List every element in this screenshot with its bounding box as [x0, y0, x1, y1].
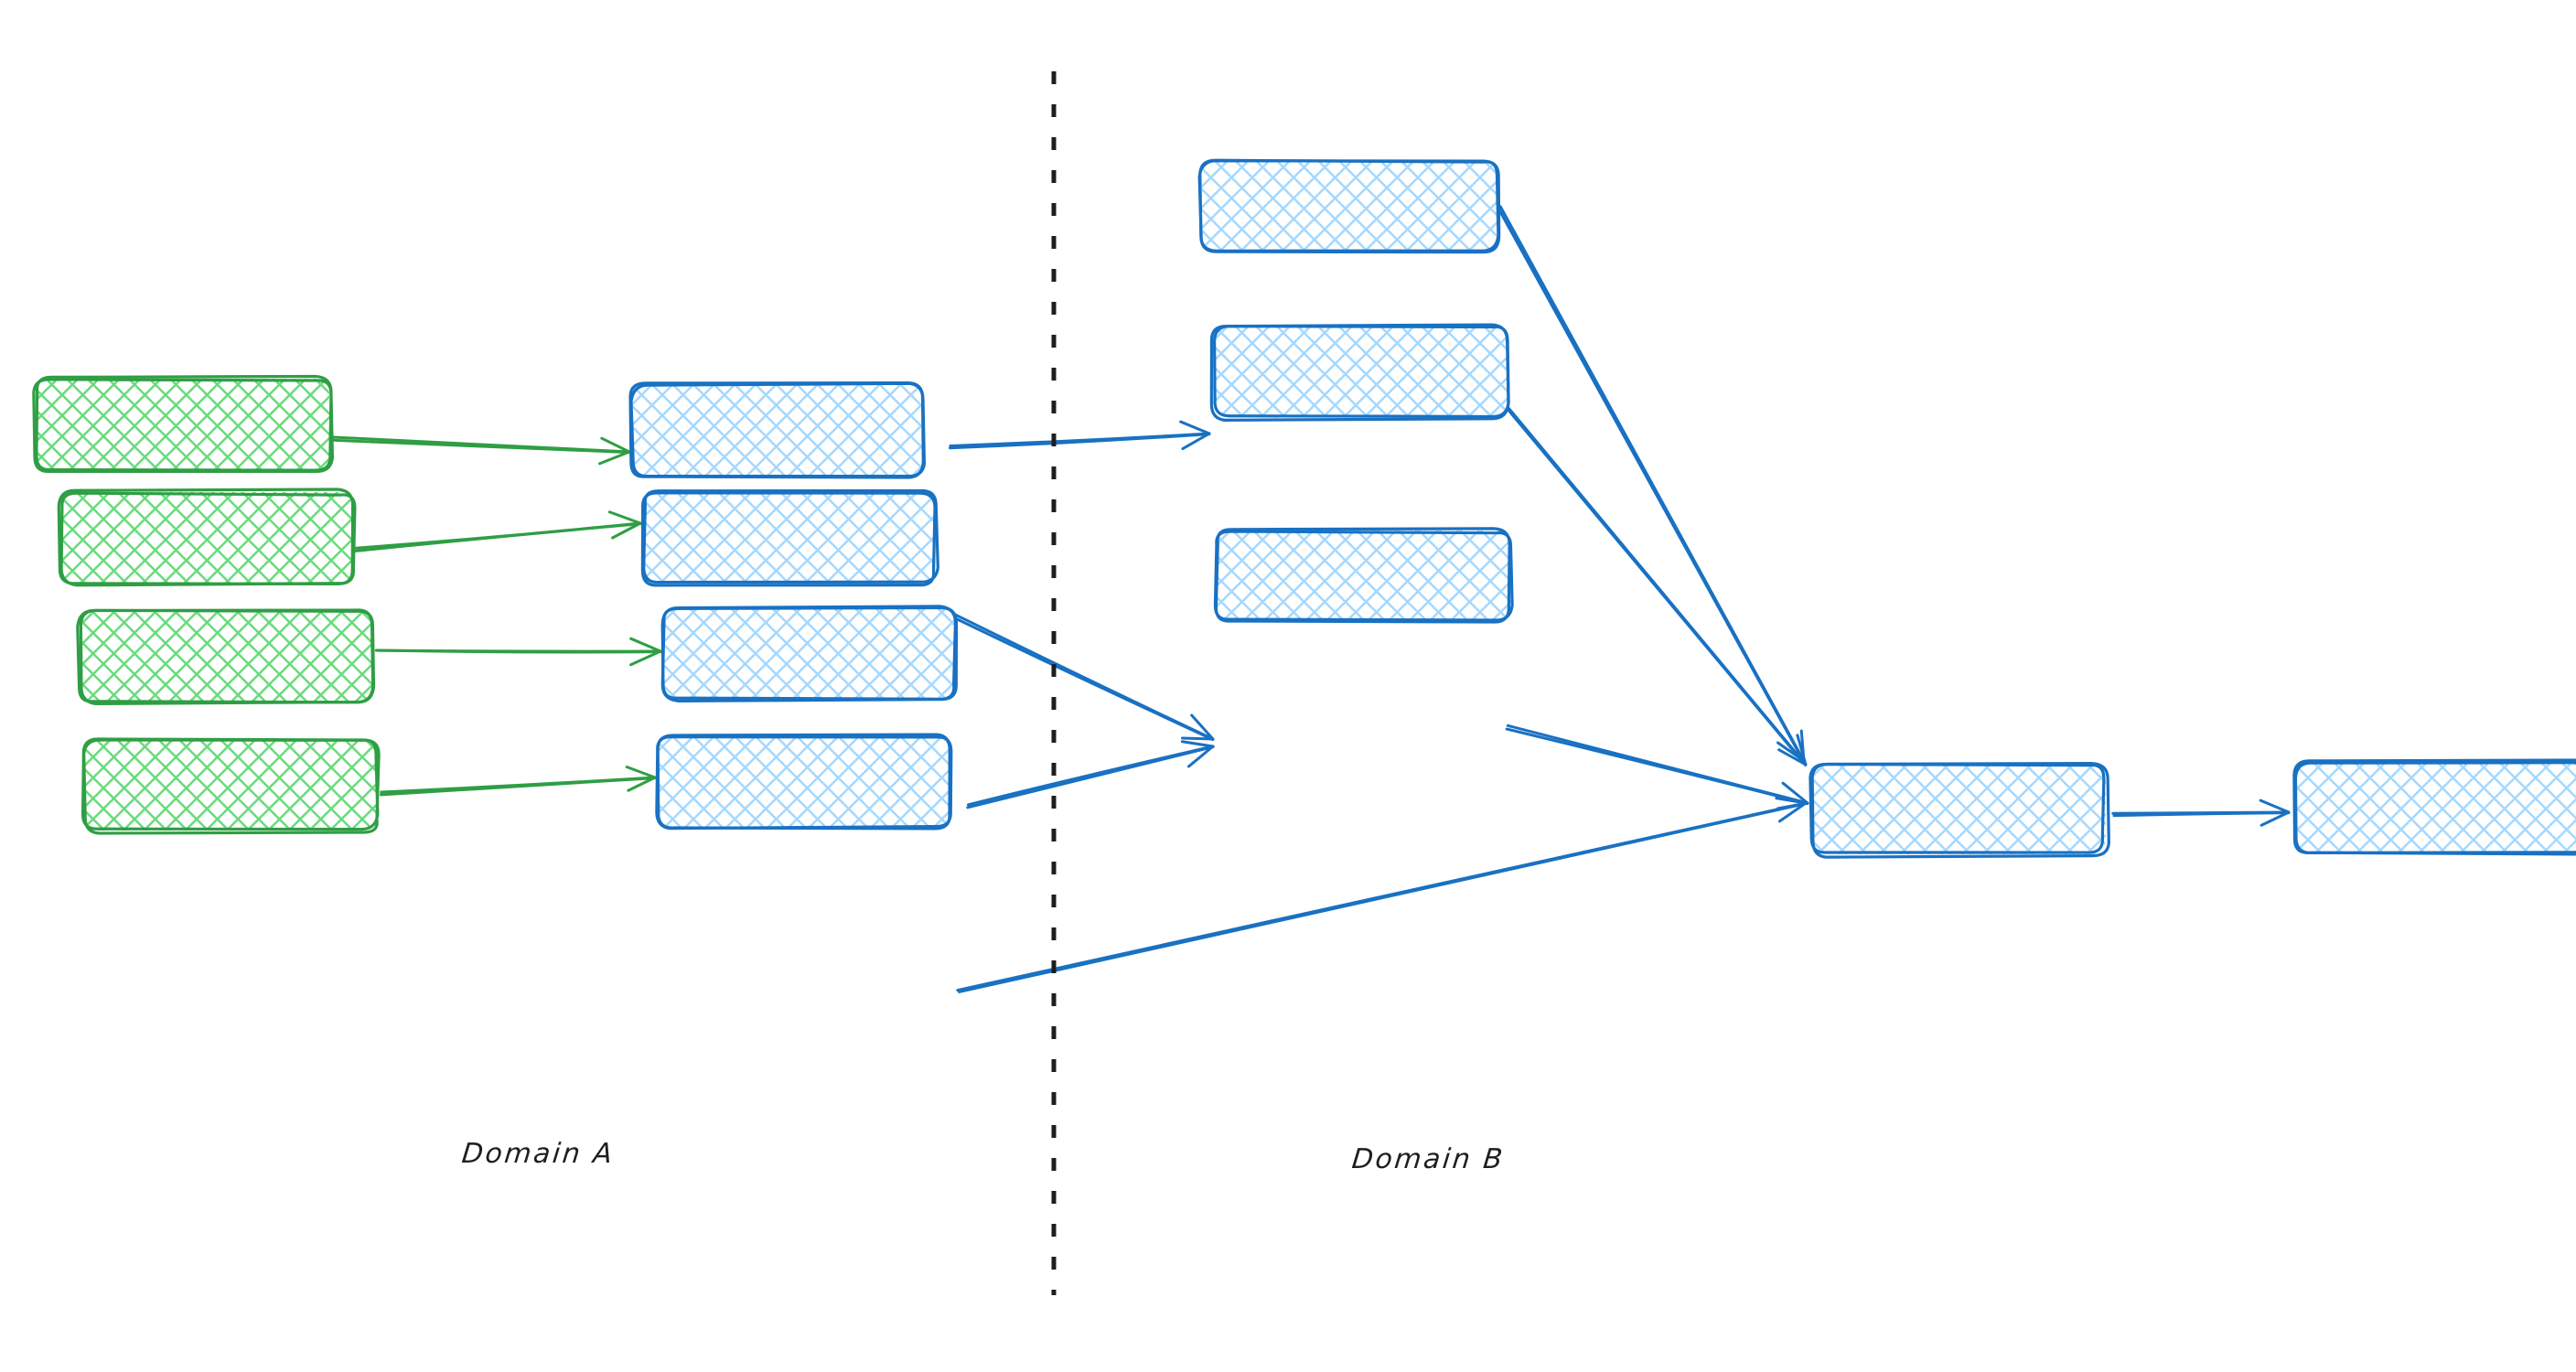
domain-a-process-node-3[interactable]: [660, 605, 959, 702]
edge-c1-hub[interactable]: [1497, 205, 1806, 763]
edge-a1-b1[interactable]: [329, 435, 631, 466]
domain-b-node-3[interactable]: [1213, 527, 1514, 624]
node-outline: [35, 374, 333, 472]
edge-arrowhead: [1180, 740, 1215, 748]
domain-a-source-node-1[interactable]: [32, 374, 335, 474]
node-fill: [2294, 761, 2576, 852]
edge-c3-hub[interactable]: [1505, 724, 1809, 810]
node-fill: [662, 607, 955, 699]
node-outline: [660, 606, 959, 702]
node-fill: [631, 384, 924, 476]
edge-hub-final[interactable]: [2111, 799, 2291, 827]
edge-arrowhead: [1776, 801, 1809, 810]
domain-b-label: Domain B: [1350, 1143, 1507, 1175]
node-fill: [37, 379, 329, 470]
domain-a-source-node-2[interactable]: [57, 488, 357, 587]
edge-arrowhead: [1777, 801, 1808, 823]
edge-b4-hub[interactable]: [956, 797, 1808, 993]
node-fill: [657, 735, 950, 827]
edge-arrowhead: [1190, 713, 1215, 741]
edge-line: [947, 614, 1215, 742]
domain-a-label: Domain A: [460, 1138, 617, 1170]
node-outline: [1197, 159, 1501, 254]
node-outline: [1809, 762, 2106, 854]
edge-line: [1505, 727, 1809, 806]
domain-b-output-node[interactable]: [2292, 758, 2576, 856]
edge-line: [2112, 811, 2291, 818]
edge-a4-b4[interactable]: [380, 766, 657, 797]
edges-layer: [329, 205, 2291, 993]
edge-c2-hub[interactable]: [1501, 400, 1808, 766]
nodes-layer: [32, 158, 2576, 859]
edge-b3-c3[interactable]: [966, 740, 1215, 809]
edge-line: [1497, 207, 1805, 763]
edge-line: [958, 802, 1808, 993]
node-outline: [80, 737, 380, 831]
node-fill: [1202, 161, 1497, 252]
edge-arrowhead: [1187, 745, 1215, 768]
domain-a-source-node-4[interactable]: [80, 737, 381, 835]
node-fill: [642, 492, 935, 584]
edge-arrowhead: [1180, 736, 1215, 741]
node-outline: [1810, 762, 2110, 859]
node-fill: [60, 492, 353, 584]
edge-arrowhead: [629, 649, 662, 667]
edge-line: [354, 522, 642, 552]
domain-a-source-node-3[interactable]: [76, 608, 376, 706]
edge-b2-c3[interactable]: [947, 610, 1215, 742]
node-fill: [1813, 763, 2106, 854]
edge-arrowhead: [629, 637, 662, 653]
edge-arrowhead: [1781, 781, 1809, 805]
domain-b-node-1[interactable]: [1197, 158, 1501, 254]
edge-arrowhead: [607, 510, 642, 525]
node-outline: [2293, 761, 2576, 855]
edge-line: [1501, 402, 1808, 766]
domain-a-process-node-2[interactable]: [640, 488, 939, 587]
edge-arrowhead: [625, 766, 657, 779]
node-outline: [76, 608, 375, 704]
edge-arrowhead: [1181, 432, 1211, 451]
edge-line: [374, 648, 662, 654]
edge-arrowhead: [1179, 420, 1211, 435]
edge-arrowhead: [2259, 799, 2291, 814]
edge-arrowhead: [627, 776, 657, 792]
edge-arrowhead: [1796, 734, 1808, 766]
node-outline: [1212, 325, 1510, 419]
edge-arrowhead: [600, 436, 631, 454]
edge-a3-b3[interactable]: [374, 637, 662, 667]
node-outline: [1214, 527, 1511, 624]
edge-arrowhead: [611, 521, 642, 540]
domain-a-process-node-1[interactable]: [628, 381, 927, 479]
edge-line: [966, 745, 1215, 809]
node-fill: [1213, 326, 1508, 417]
node-outline: [640, 491, 937, 587]
node-outline: [655, 734, 953, 831]
domain-b-aggregator-node[interactable]: [1809, 761, 2110, 859]
node-outline: [628, 381, 925, 479]
edge-arrowhead: [2259, 810, 2291, 827]
node-fill: [84, 739, 377, 831]
node-outline: [57, 488, 355, 585]
edge-line: [380, 777, 657, 797]
domain-b-node-2[interactable]: [1209, 323, 1510, 422]
edge-a2-b2[interactable]: [354, 510, 642, 552]
domain-a-process-node-4[interactable]: [655, 733, 953, 831]
node-fill: [80, 611, 373, 702]
edge-b1-c2[interactable]: [949, 420, 1211, 451]
edge-line: [949, 433, 1211, 450]
edge-arrowhead: [1777, 748, 1808, 766]
edge-arrowhead: [597, 450, 631, 466]
edge-line: [329, 438, 631, 455]
node-fill: [1217, 531, 1511, 622]
node-outline: [2292, 758, 2576, 856]
